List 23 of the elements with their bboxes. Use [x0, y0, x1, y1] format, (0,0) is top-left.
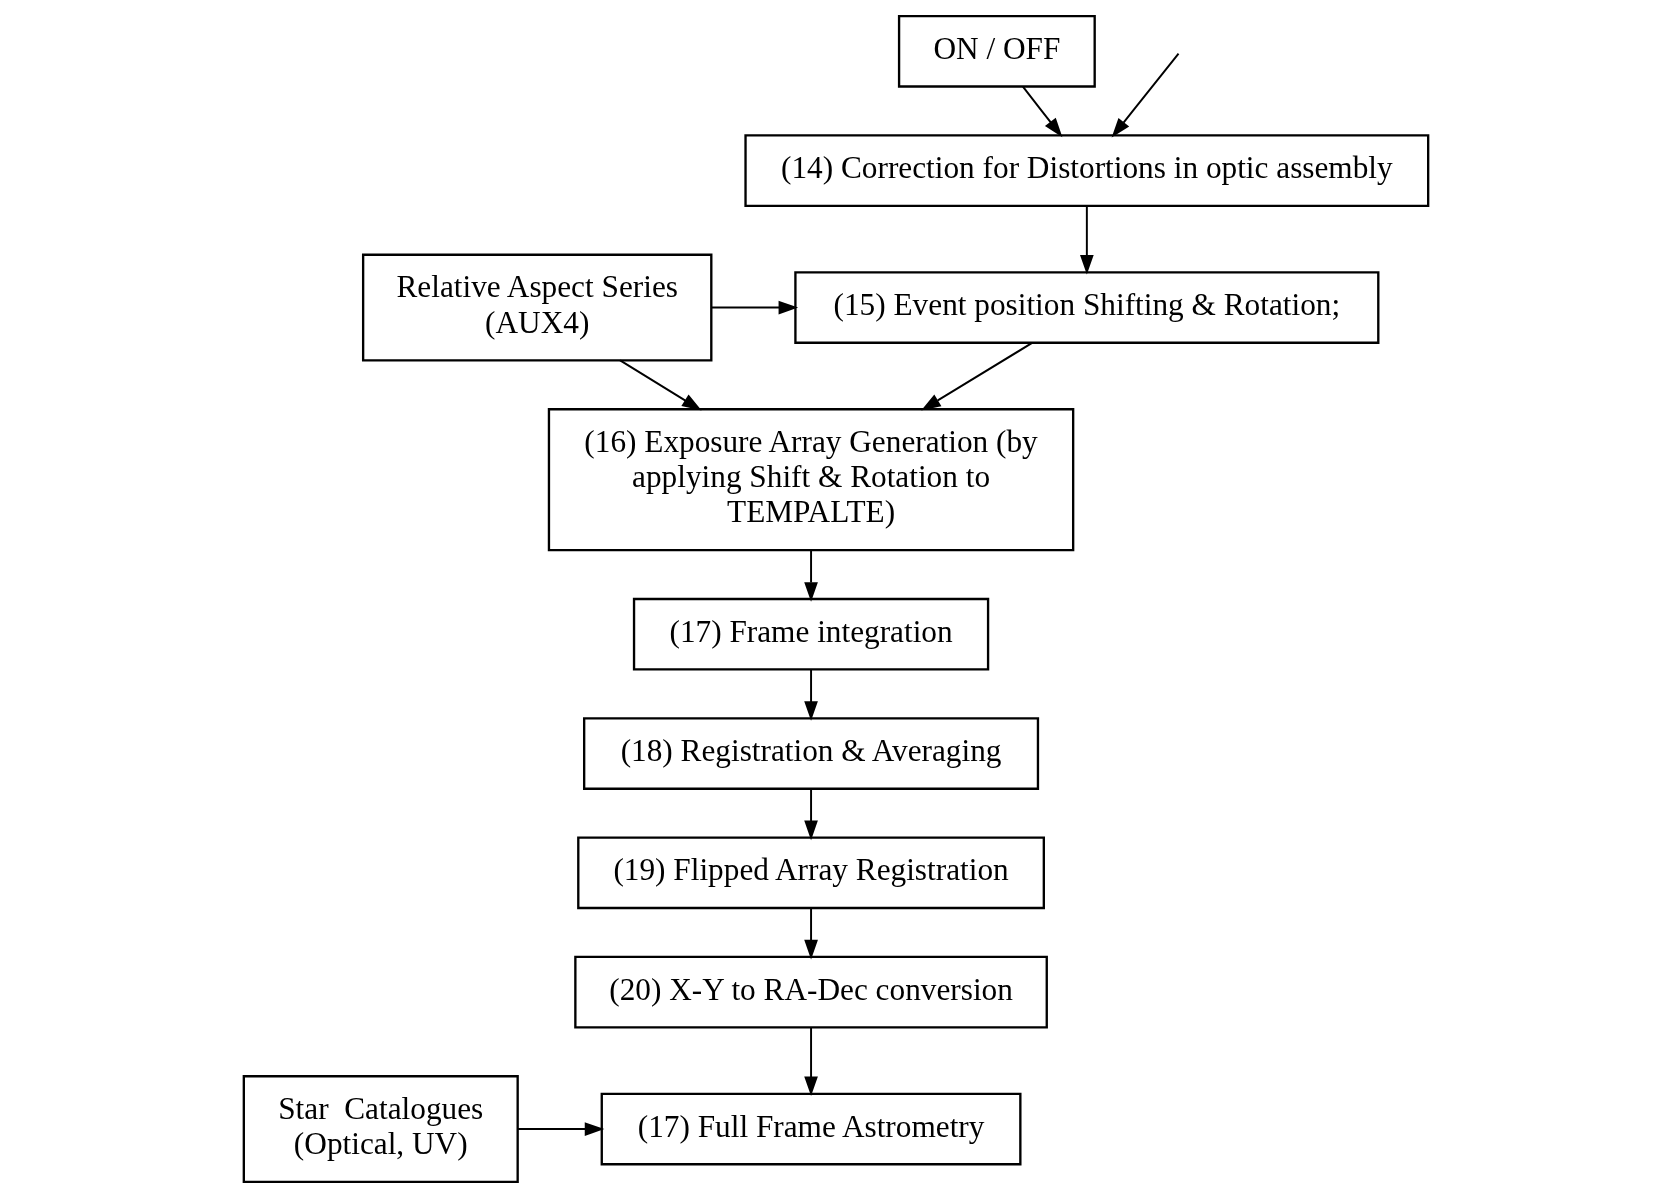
arrow — [618, 359, 702, 411]
node-box: (20) X-Y to RA-Dec conversion — [573, 955, 1048, 1029]
node-box: (14) Correction for Distortions in optic assembly — [743, 134, 1429, 208]
node-box: Star Catalogues (Optical, UV) — [242, 1075, 519, 1184]
node-box: (19) Flipped Array Registration — [576, 836, 1045, 910]
arrow — [803, 668, 818, 721]
arrow — [710, 300, 798, 315]
arrow — [803, 907, 818, 960]
arrow — [803, 549, 818, 602]
arrow — [516, 1122, 604, 1136]
arrow — [803, 787, 818, 841]
node-box: ON / OFF — [897, 14, 1096, 88]
node-box: Relative Aspect Series (AUX4) — [361, 253, 712, 362]
node-box: (18) Registration & Averaging — [582, 717, 1039, 790]
node-box: (17) Full Frame Astrometry — [600, 1092, 1022, 1166]
arrow — [1111, 52, 1179, 138]
arrow — [1021, 85, 1062, 138]
arrow — [920, 342, 1033, 411]
node-box: (15) Event position Shifting & Rotation; — [793, 271, 1379, 344]
node-box: (16) Exposure Array Generation (by applying Shift & Rotation to TEMPALTE) — [547, 408, 1074, 552]
arrow — [1079, 205, 1094, 275]
arrow — [803, 1026, 818, 1097]
node-box: (17) Frame integration — [632, 597, 989, 671]
